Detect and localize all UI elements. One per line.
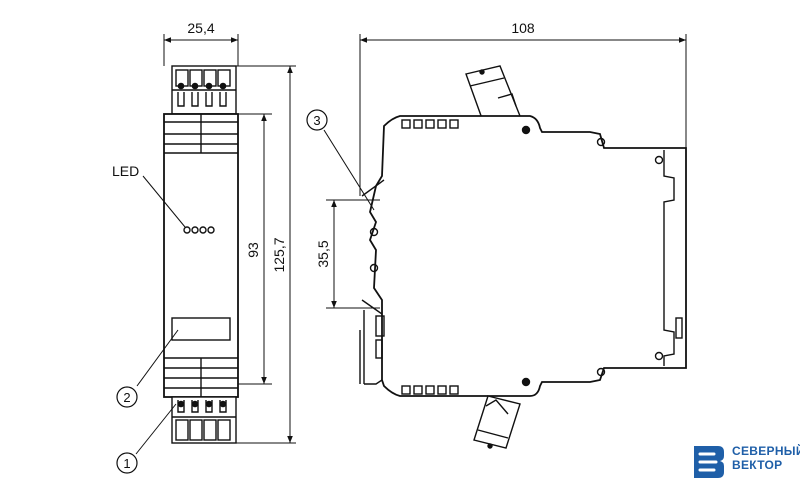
housing bbox=[163, 113, 239, 398]
side-dimensions bbox=[323, 34, 687, 309]
side-housing bbox=[369, 115, 687, 397]
height-outer-label: 125,7 bbox=[271, 237, 287, 272]
bottom-terminal-block bbox=[171, 396, 237, 444]
led-label: LED bbox=[112, 163, 139, 179]
label-area bbox=[171, 317, 231, 341]
upper-plug bbox=[465, 65, 521, 125]
top-terminal-block bbox=[171, 65, 237, 115]
callout-2-number: 2 bbox=[123, 390, 130, 405]
depth-label: 108 bbox=[511, 20, 535, 36]
callout-1: 1 bbox=[116, 452, 138, 474]
height-inner-label: 93 bbox=[245, 242, 261, 258]
company-logo: СЕВЕРНЫЙ ВЕКТОР bbox=[686, 440, 800, 488]
led-indicators bbox=[183, 226, 215, 234]
logo-line-2: ВЕКТОР bbox=[732, 458, 783, 472]
lower-plug bbox=[473, 395, 521, 449]
logo-line-1: СЕВЕРНЫЙ bbox=[732, 444, 800, 458]
rail-label: 35,5 bbox=[315, 240, 331, 267]
front-view bbox=[163, 65, 239, 444]
callout-2: 2 bbox=[116, 386, 138, 408]
callout-1-number: 1 bbox=[123, 456, 130, 471]
callout-3: 3 bbox=[306, 109, 328, 131]
front-dimensions bbox=[135, 34, 296, 455]
logo-emblem-icon bbox=[694, 446, 724, 478]
callout-3-number: 3 bbox=[313, 113, 320, 128]
side-view bbox=[359, 65, 687, 449]
width-label: 25,4 bbox=[187, 20, 214, 36]
